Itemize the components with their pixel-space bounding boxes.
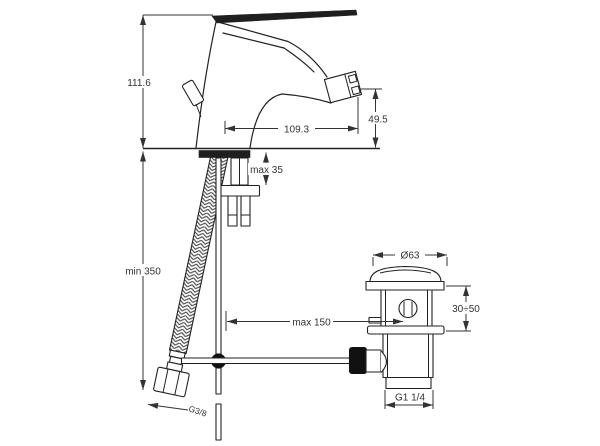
popup-horizontal-rod — [180, 357, 351, 365]
mounting-nut — [216, 184, 261, 197]
drain-lower-flange — [366, 325, 445, 335]
dim-deck-thickness: max 35 — [248, 152, 285, 185]
popup-rod-linkage — [180, 157, 351, 441]
dim-label-hose-length: min 350 — [125, 267, 161, 278]
dim-label-overall-height: 111.6 — [127, 78, 151, 89]
spout-underside — [249, 93, 332, 149]
hose-nut — [153, 366, 190, 398]
dim-label-spout-reach: 109.3 — [284, 125, 309, 136]
popup-vertical-rod — [215, 157, 222, 355]
dim-hose-thread: G3/8 — [147, 402, 208, 419]
drain-assembly — [349, 265, 445, 390]
drain-tailpiece — [382, 333, 434, 379]
dim-label-drain-diameter: Ø63 — [401, 251, 420, 262]
popup-knob — [181, 79, 205, 107]
dim-drain-diameter: Ø63 — [372, 249, 448, 266]
faucet-body — [181, 9, 363, 158]
dim-spout-reach: 109.3 — [224, 97, 359, 136]
dim-label-drain-thread: G1 1/4 — [395, 393, 425, 404]
dim-rod-reach: max 150 — [225, 311, 403, 331]
rod-coupling-boss — [380, 350, 388, 373]
mounting-stud — [227, 195, 238, 227]
spout-top — [287, 40, 328, 78]
dim-hose-length: min 350 — [124, 151, 163, 390]
rod-coupling-nut — [349, 347, 367, 374]
drain-cap — [369, 265, 442, 283]
dim-label-rod-reach: max 150 — [292, 318, 331, 329]
base-gasket — [198, 150, 251, 158]
dim-overall-height: 111.6 — [124, 15, 155, 148]
drain-thread-section — [385, 376, 432, 390]
body-left-profile — [195, 21, 217, 149]
dim-outlet-height: 49.5 — [359, 88, 392, 148]
dim-label-outlet-height: 49.5 — [368, 115, 388, 126]
aerator — [323, 70, 363, 104]
dim-drain-thread: G1 1/4 — [384, 390, 434, 409]
dim-clamp-range: 30÷50 — [446, 285, 485, 332]
lever-handle — [211, 9, 358, 24]
drain-lever-hub — [398, 298, 418, 319]
braided-supply-hose — [153, 153, 229, 398]
dim-label-clamp-range: 30÷50 — [452, 304, 480, 315]
mounting-hardware — [216, 157, 261, 227]
dim-label-hose-thread: G3/8 — [187, 403, 208, 418]
dim-label-deck-thickness: max 35 — [250, 165, 283, 176]
drain-top-flange — [365, 280, 445, 291]
